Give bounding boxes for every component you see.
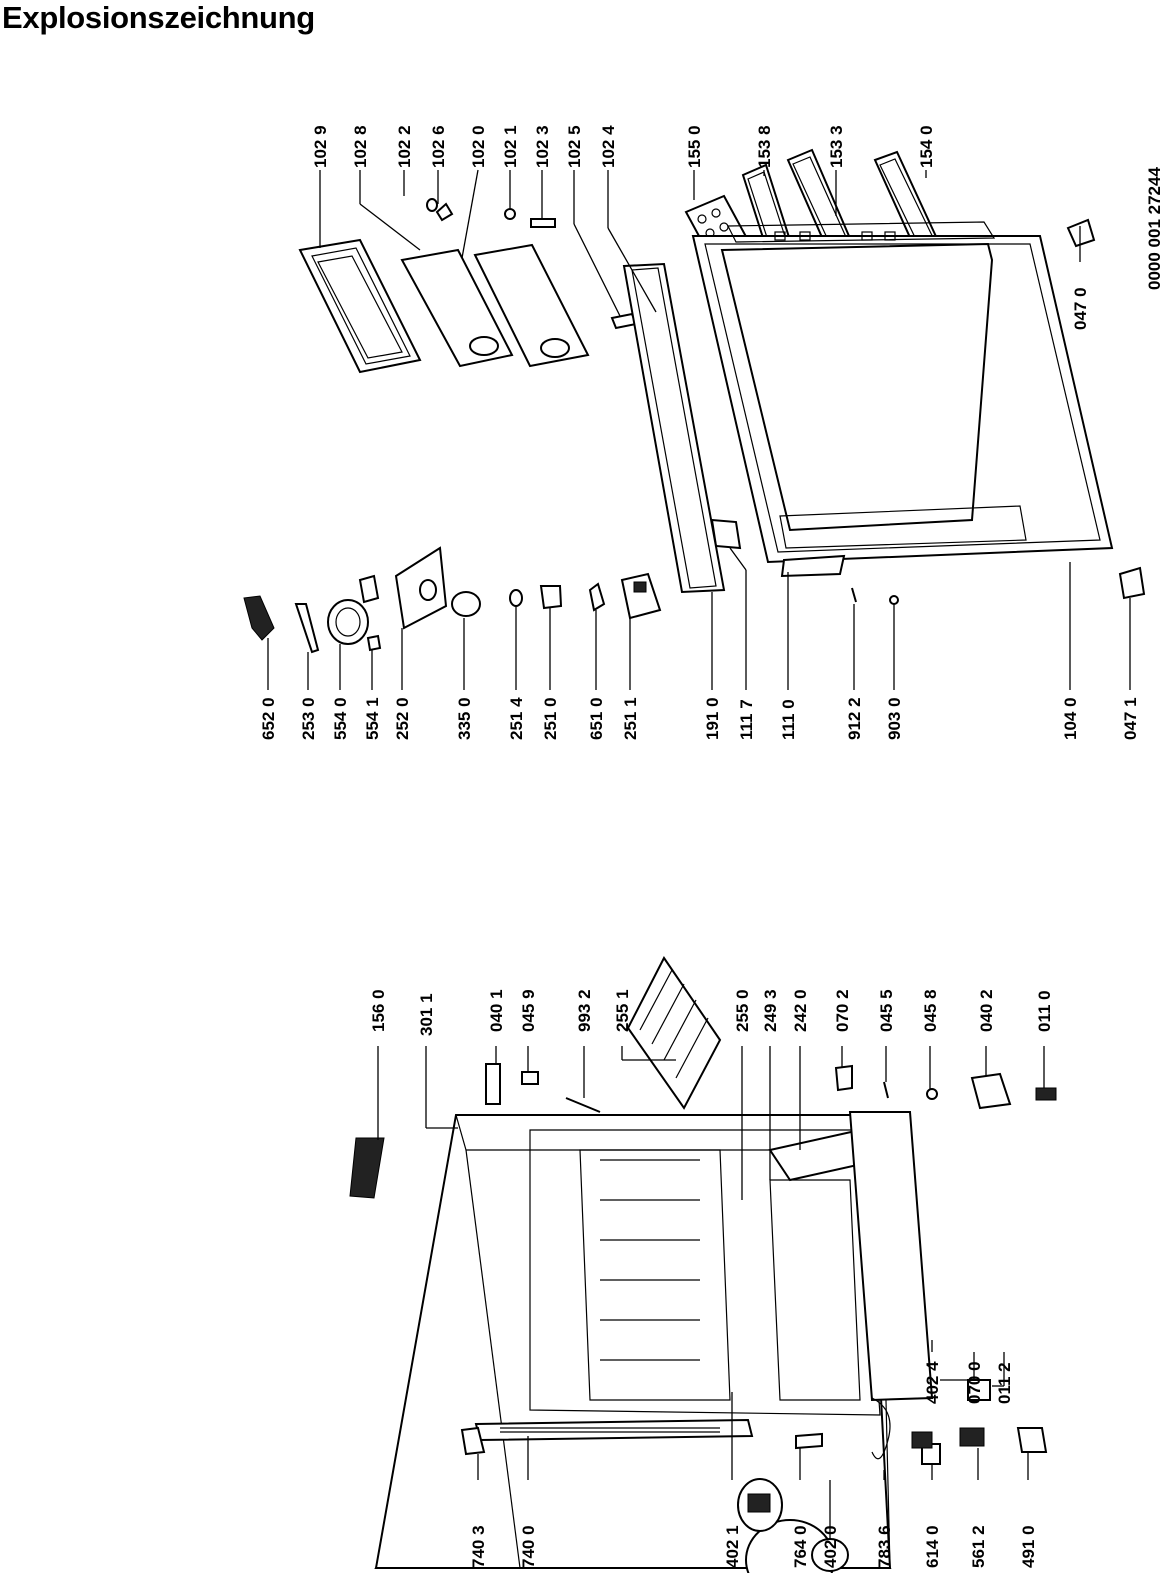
label-6140: 614 0 xyxy=(923,1525,942,1568)
label-9932: 993 2 xyxy=(575,989,594,1032)
label-0702: 070 2 xyxy=(833,989,852,1032)
label-6520: 652 0 xyxy=(259,697,278,740)
label-2511: 251 1 xyxy=(621,697,640,740)
label-1024: 102 4 xyxy=(599,125,618,168)
shelf-2551 xyxy=(626,956,722,1110)
label-0112: 011 2 xyxy=(995,1362,1014,1404)
glass-shelf-1020 xyxy=(473,243,590,368)
cabinet-3011 xyxy=(374,1114,892,1569)
label-1117: 111 7 xyxy=(737,699,756,740)
label-4024: 402 4 xyxy=(923,1361,942,1404)
label-0110: 011 0 xyxy=(1035,990,1054,1032)
label-1023: 102 3 xyxy=(533,125,552,168)
label-3011: 301 1 xyxy=(417,993,436,1036)
condenser-7400 xyxy=(474,1418,754,1442)
label-4910: 491 0 xyxy=(1019,1525,1038,1568)
label-1533: 153 3 xyxy=(827,125,846,168)
label-0458: 045 8 xyxy=(921,989,940,1032)
document-id: 0000 001 27244 xyxy=(1145,167,1164,290)
label-2493: 249 3 xyxy=(761,989,780,1032)
label-6510: 651 0 xyxy=(587,697,606,740)
label-2514: 251 4 xyxy=(507,697,526,740)
control-parts xyxy=(243,546,662,654)
label-5540: 554 0 xyxy=(331,697,350,740)
label-9122: 912 2 xyxy=(845,697,864,740)
label-7836: 783 6 xyxy=(875,1525,894,1568)
label-1560: 156 0 xyxy=(369,989,388,1032)
label-1028: 102 8 xyxy=(351,125,370,168)
label-0402: 040 2 xyxy=(977,989,996,1032)
label-4020: 402 0 xyxy=(821,1525,840,1568)
hinge-0471 xyxy=(1118,566,1146,600)
label-0700: 070 0 xyxy=(965,1361,984,1404)
label-4021: 402 1 xyxy=(723,1525,742,1568)
label-2510: 251 0 xyxy=(541,697,560,740)
label-1025: 102 5 xyxy=(565,125,584,168)
label-0471: 047 1 xyxy=(1121,697,1140,740)
label-3350: 335 0 xyxy=(455,697,474,740)
leader-lines xyxy=(267,169,1131,1540)
label-0470: 047 0 xyxy=(1071,287,1090,330)
label-2530: 253 0 xyxy=(299,697,318,740)
label-5541: 554 1 xyxy=(363,697,382,740)
label-9030: 903 0 xyxy=(885,697,904,740)
label-1020: 102 0 xyxy=(469,125,488,168)
label-2520: 252 0 xyxy=(393,697,412,740)
label-7640: 764 0 xyxy=(791,1525,810,1568)
door-gasket-1910 xyxy=(622,262,726,594)
label-7403: 740 3 xyxy=(469,1525,488,1568)
label-1910: 191 0 xyxy=(703,697,722,740)
label-5612: 561 2 xyxy=(969,1525,988,1568)
label-1026: 102 6 xyxy=(429,125,448,168)
label-7400: 740 0 xyxy=(519,1525,538,1568)
door-shelf-frame-1029 xyxy=(298,238,422,374)
label-1029: 102 9 xyxy=(311,125,330,168)
label-1550: 155 0 xyxy=(685,125,704,168)
compressor-area xyxy=(737,1478,849,1573)
label-1021: 102 1 xyxy=(501,125,520,168)
label-0455: 045 5 xyxy=(877,989,896,1032)
label-1538: 153 8 xyxy=(755,125,774,168)
page-title: Explosionszeichnung xyxy=(2,0,315,35)
part-labels: 102 9 102 8 102 2 102 6 102 0 102 1 102 … xyxy=(259,125,1140,1568)
label-2550: 255 0 xyxy=(733,989,752,1032)
glass-shelf-1028 xyxy=(400,248,514,368)
small-cabinet-parts xyxy=(349,1063,1057,1465)
label-2551: 255 1 xyxy=(613,989,632,1032)
label-1040: 104 0 xyxy=(1061,697,1080,740)
door-1040 xyxy=(691,221,1114,578)
hinge-0470 xyxy=(1066,218,1096,248)
label-2420: 242 0 xyxy=(791,989,810,1032)
label-0401: 040 1 xyxy=(487,989,506,1032)
screws-9122-9030 xyxy=(851,587,899,605)
label-1110: 111 0 xyxy=(779,699,798,740)
label-1022: 102 2 xyxy=(395,125,414,168)
label-0459: 045 9 xyxy=(519,989,538,1032)
label-1540: 154 0 xyxy=(917,125,936,168)
